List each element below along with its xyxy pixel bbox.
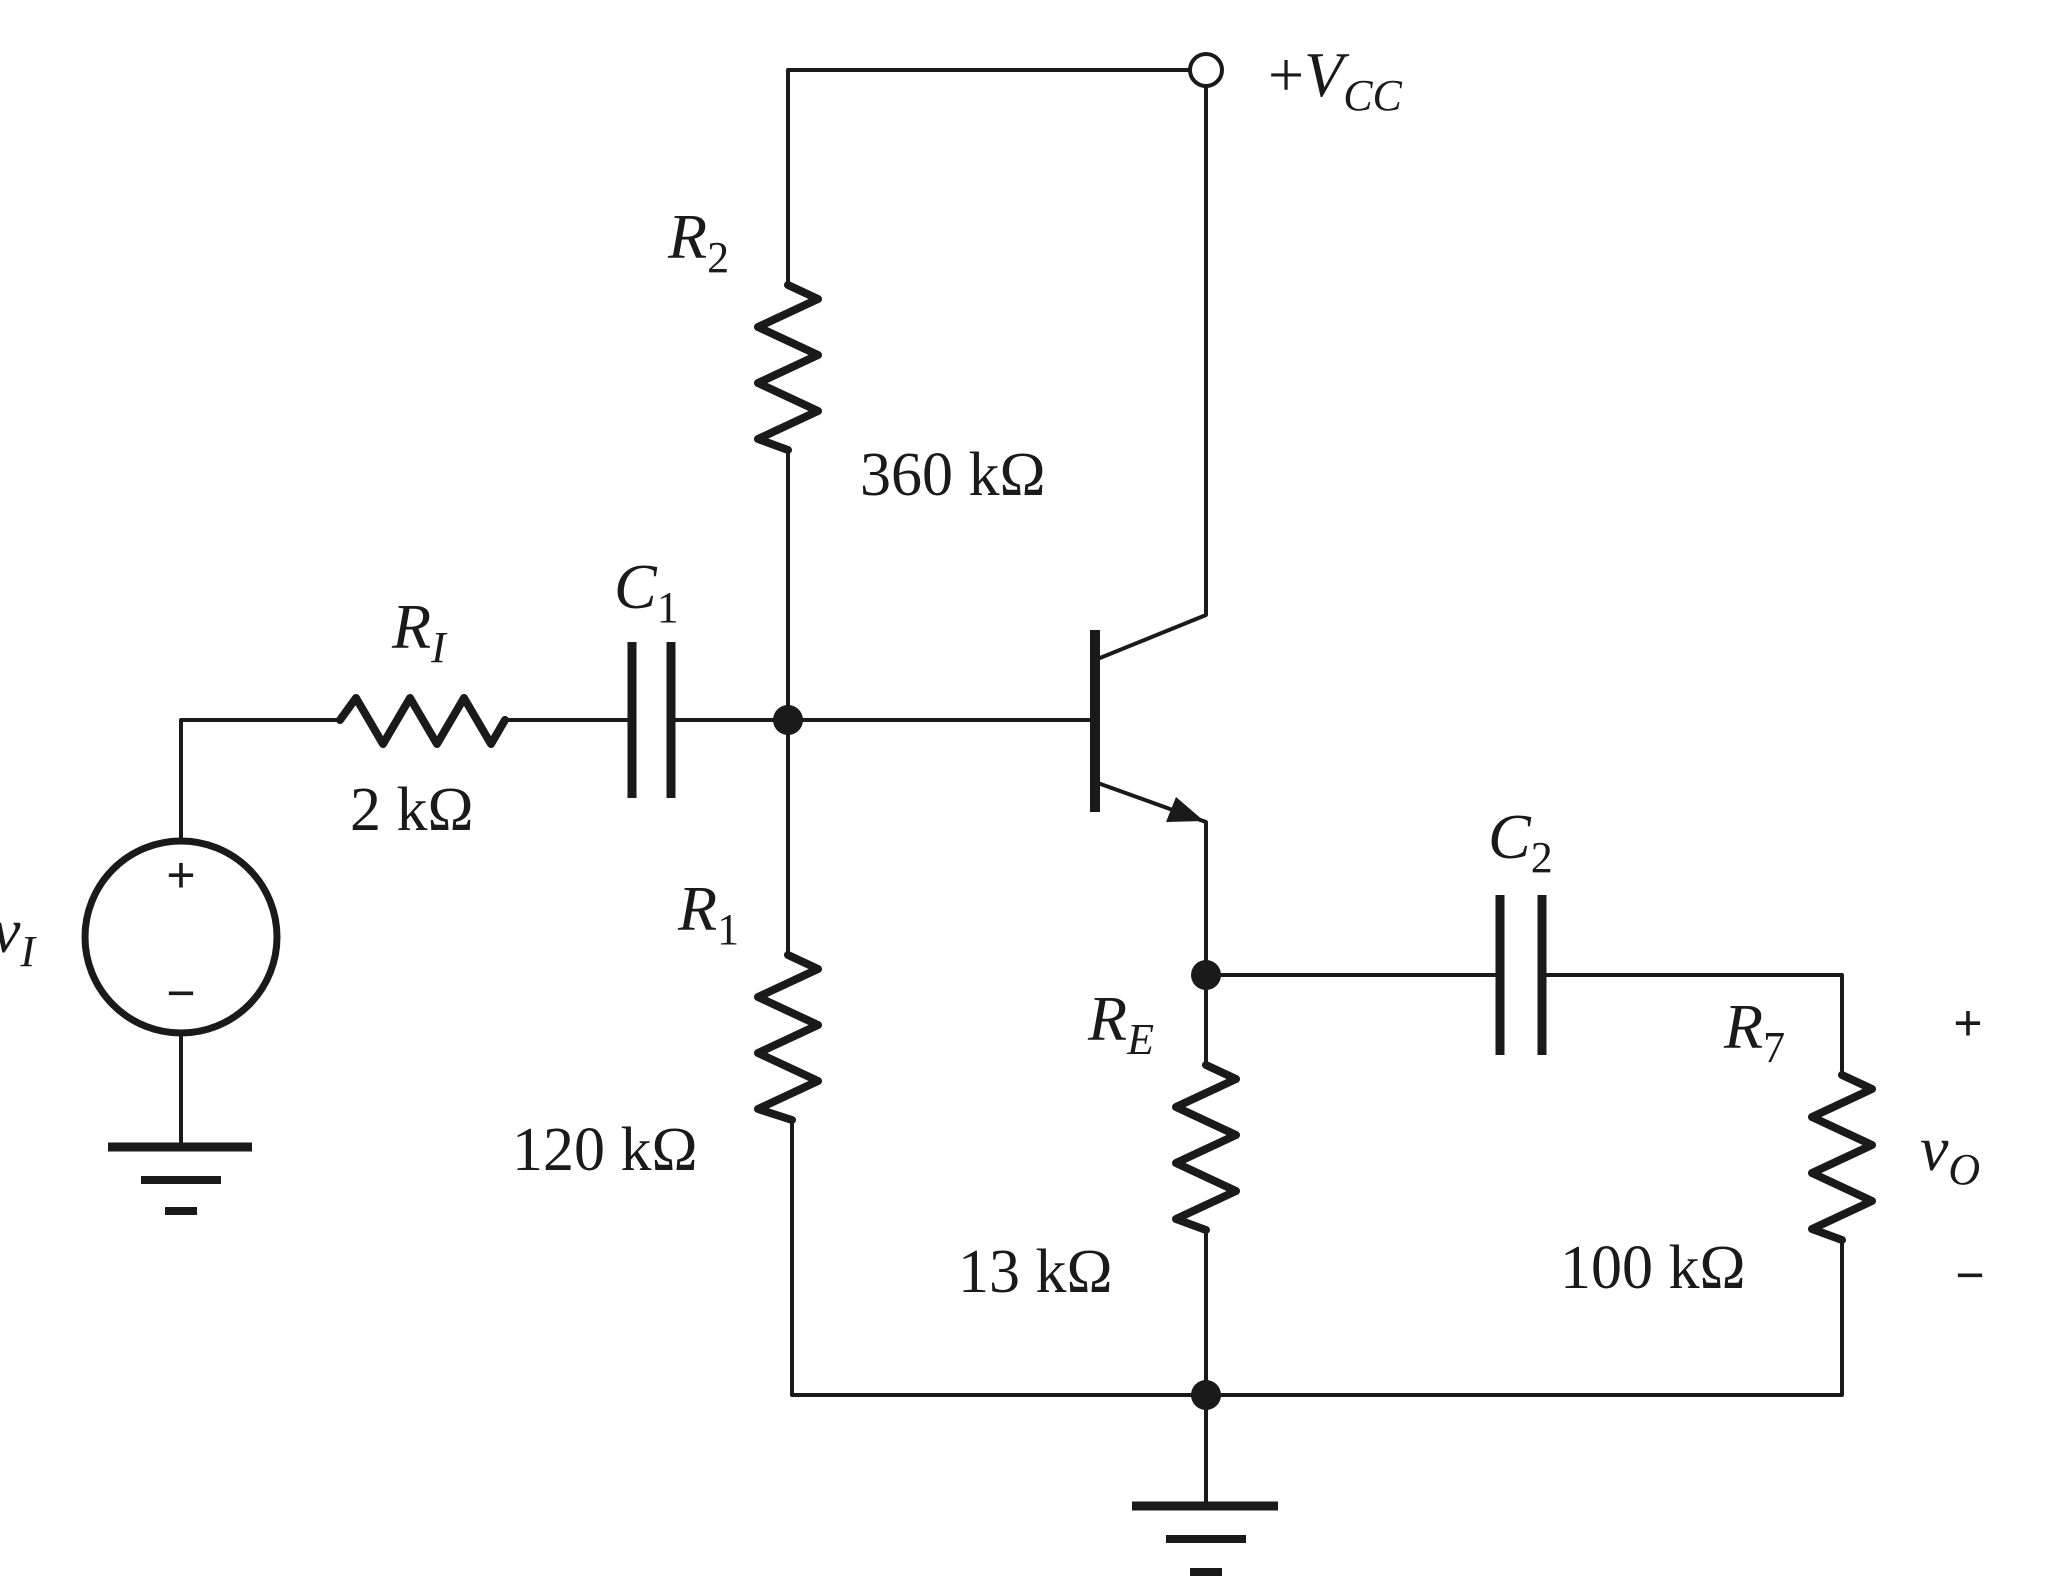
ri-value: 2 kΩ [350,776,474,844]
vcc-label: +VCC [1268,39,1403,120]
npn-transistor [1090,630,1204,822]
r1-label: R1 [677,873,739,954]
junction-ground [1191,1380,1221,1410]
output-minus: − [1955,1247,1984,1303]
r7-value: 100 kΩ [1560,1234,1746,1302]
wires [179,68,1844,1507]
c2-label: C2 [1488,801,1553,882]
resistor-re [1172,1061,1240,1234]
re-label: RE [1087,983,1154,1064]
r1-value: 120 kΩ [512,1116,698,1184]
output-plus: + [1953,995,1982,1051]
c1-label: C1 [614,551,679,632]
wire-r7-ground-rail [1204,1238,1844,1397]
source-plus: + [166,847,195,903]
ri-label: RI [391,591,448,672]
capacitor-c1 [627,642,676,798]
resistor-r2 [754,281,822,454]
r2-value: 360 kΩ [860,441,1046,509]
wire-source-ri [179,718,342,842]
junction-base [773,705,803,735]
wire-c2-r7 [1540,973,1844,1077]
source-label: vI [0,895,37,976]
emitter-arrow-icon [1166,797,1204,822]
output-label: vO [1920,1113,1980,1194]
source-minus: − [166,965,195,1021]
resistor-ri [336,694,509,748]
ground-symbol-source [108,1142,252,1215]
wire-top-rail [786,68,1194,287]
r2-label: R2 [667,201,729,282]
wire-r1-ground-rail [790,1118,1208,1397]
re-value: 13 kΩ [958,1238,1113,1306]
resistor-r7 [1808,1071,1876,1244]
wire-emitter [1093,780,1208,977]
vcc-terminal [1188,52,1224,88]
wire-vcc-collector [1093,82,1208,662]
r7-label: R7 [1723,991,1785,1072]
voltage-source-vi: + − [81,837,281,1037]
capacitor-c2 [1495,895,1547,1055]
resistor-r1 [754,951,822,1124]
junction-emitter [1191,960,1221,990]
ground-symbol-main [1132,1501,1278,1576]
